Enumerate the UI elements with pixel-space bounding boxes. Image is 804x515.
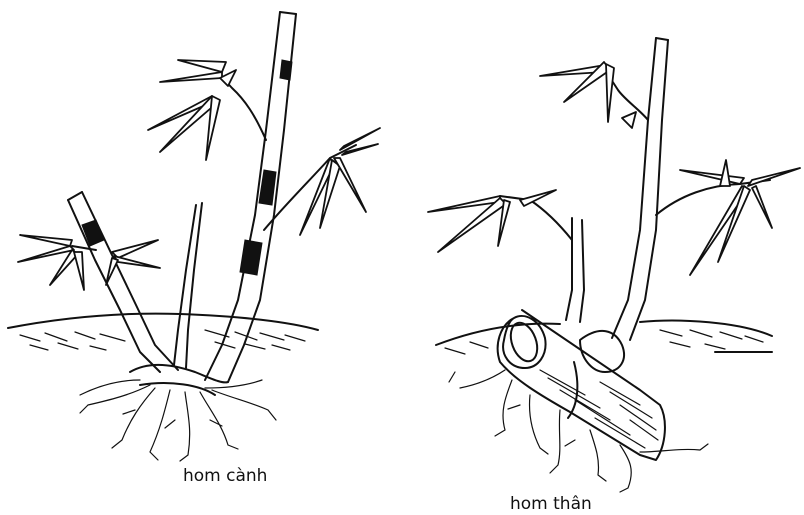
main-culm-right	[612, 38, 668, 340]
leaf-twig	[72, 246, 96, 250]
stem-cutting-illustration	[428, 38, 800, 492]
culm-top-left	[280, 12, 296, 14]
middle-shoot-left	[174, 203, 202, 368]
leaf	[752, 186, 772, 228]
culm-top-right	[656, 38, 668, 40]
leaning-culm-shading	[82, 220, 104, 246]
leaf	[334, 158, 366, 212]
leaf	[20, 235, 72, 246]
leaf	[606, 64, 614, 122]
leaf	[622, 112, 636, 128]
roots-left	[80, 380, 276, 461]
stem-cutting-log	[498, 310, 665, 460]
leaf	[112, 240, 158, 258]
leaf	[340, 128, 380, 150]
short-shoot-right	[566, 218, 584, 322]
leaf	[114, 256, 160, 268]
branch-cutting-illustration	[8, 12, 380, 461]
leaf	[320, 160, 340, 228]
leaf	[106, 258, 118, 285]
caption-stem-cutting: hom thân	[510, 494, 592, 514]
ground-hatching-right	[445, 330, 763, 354]
leaning-culm-left	[68, 192, 178, 372]
leaning-culm-top	[68, 192, 82, 200]
second-cut-end	[580, 331, 624, 372]
ground-line-left	[8, 314, 318, 330]
left-branch-right	[500, 196, 572, 240]
leaf	[50, 250, 78, 285]
leaf	[178, 60, 226, 72]
leaf	[160, 72, 222, 82]
leaf	[748, 168, 800, 186]
roots-right	[449, 370, 708, 492]
stem-cutting-texture	[540, 370, 658, 448]
leaf	[720, 160, 730, 186]
ground-hatching-left	[20, 330, 305, 350]
leaf	[74, 252, 84, 290]
leaf	[520, 190, 556, 206]
leaf	[680, 170, 744, 184]
culm-node-shading-left	[240, 60, 292, 275]
caption-branch-cutting: hom cành	[183, 466, 267, 486]
